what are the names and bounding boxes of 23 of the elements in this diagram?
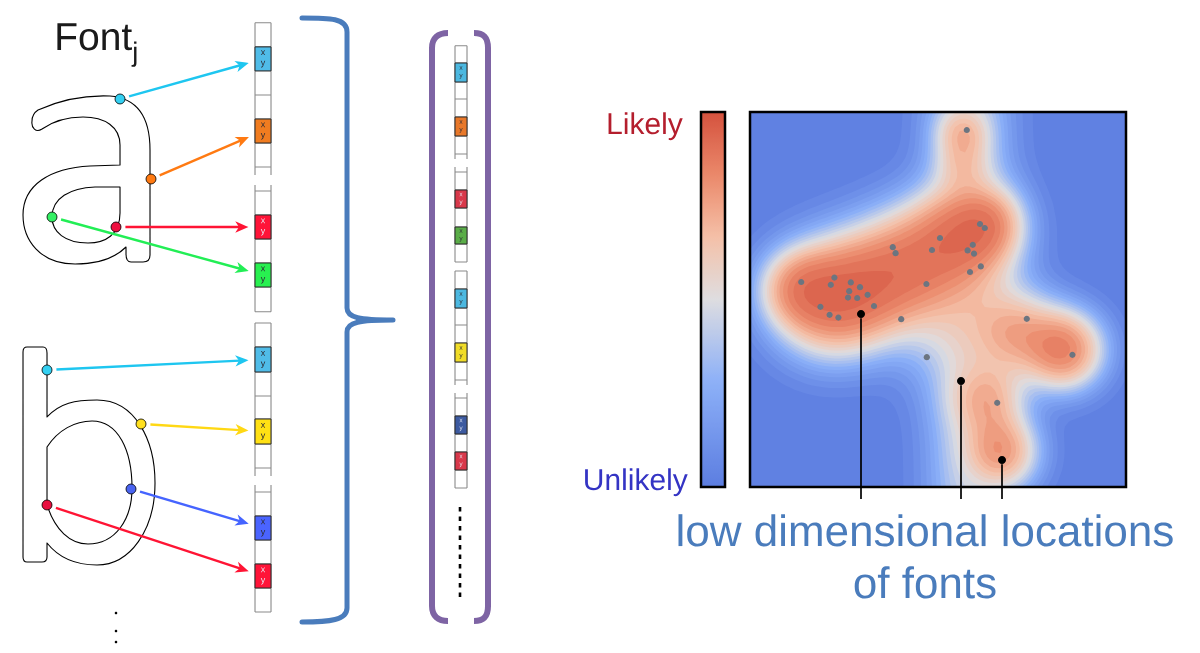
vector-cell: x y bbox=[254, 118, 272, 144]
outline-point bbox=[110, 221, 122, 233]
outline-point bbox=[41, 364, 53, 376]
vector-cell: x y bbox=[254, 214, 272, 240]
outline-point bbox=[114, 93, 126, 105]
outline-point bbox=[135, 418, 147, 430]
leader-line bbox=[1001, 463, 1003, 500]
vector-cell: x y bbox=[254, 418, 272, 445]
outline-point bbox=[125, 483, 137, 495]
vector-cell: x y bbox=[254, 515, 272, 541]
leader-line bbox=[960, 384, 962, 500]
vector-cell: x y bbox=[254, 563, 272, 589]
outline-point bbox=[41, 499, 53, 511]
outline-point bbox=[46, 211, 58, 223]
scale-label: Likely bbox=[608, 112, 683, 141]
heading-text: Font$_{j}$ bbox=[57, 23, 137, 67]
vector-cell: x y bbox=[254, 346, 272, 373]
vector-cell: x y bbox=[254, 46, 272, 72]
vector-cell: x y bbox=[254, 262, 272, 288]
leader-line bbox=[860, 317, 862, 500]
scale-label: Unlikely bbox=[585, 468, 688, 497]
outline-point bbox=[145, 173, 157, 185]
annotation-text: low dimensional locations of fonts bbox=[678, 514, 1173, 599]
